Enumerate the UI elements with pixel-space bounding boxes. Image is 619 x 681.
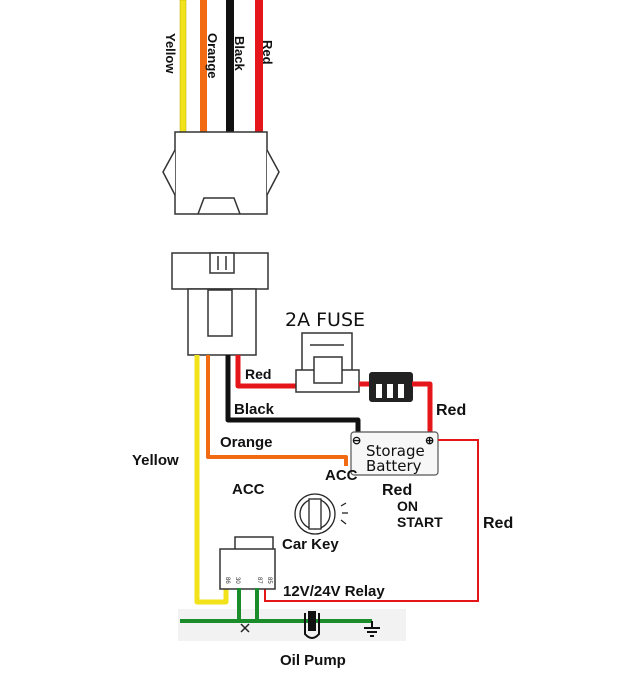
ignition-start-label: START <box>397 514 443 530</box>
yellow-wire <box>194 355 229 605</box>
battery-negative-icon: ⊖ <box>352 435 361 447</box>
acc-right-label: ACC <box>325 467 358 484</box>
black-wire <box>225 355 361 435</box>
oil-pump-icon <box>304 611 320 639</box>
relay <box>219 536 276 590</box>
relay-pin-86: 86 <box>224 577 230 584</box>
oil-pump-label: Oil Pump <box>280 652 346 669</box>
ground-band <box>178 609 406 641</box>
bottom-connector <box>171 252 269 356</box>
relay-pin-30: 30 <box>234 577 240 584</box>
relay-label: 12V/24V Relay <box>283 583 385 600</box>
red-wire-to-fuse <box>235 355 300 389</box>
ignition-red-label: Red <box>382 482 412 499</box>
car-key-label: Car Key <box>282 536 339 553</box>
battery-label-line1: Storage <box>366 442 425 460</box>
fuse-title: 2A FUSE <box>285 309 365 331</box>
storage-battery: ⊖ ⊕ Storage Battery <box>350 431 439 476</box>
orange-wire <box>206 355 348 466</box>
car-key-icon <box>294 493 348 535</box>
red-right-wire-label: Red <box>483 515 513 532</box>
top-connector <box>162 131 280 215</box>
blade-fuse-icon <box>369 372 413 402</box>
relay-pins: 86 30 87 85 <box>224 577 272 584</box>
relay-pin-87: 87 <box>256 577 262 584</box>
ignition-on-label: ON <box>397 498 418 514</box>
yellow-wire-label-lower: Yellow <box>132 452 179 469</box>
yellow-wire-top <box>179 0 187 133</box>
fuse-holder <box>295 332 360 393</box>
battery-positive-icon: ⊕ <box>425 435 434 447</box>
ground-icon <box>364 621 380 637</box>
red-wire-to-battery <box>412 381 433 434</box>
orange-wire-top <box>200 0 207 132</box>
battery-label-line2: Battery <box>366 457 422 475</box>
orange-wire-label: Orange <box>205 33 220 79</box>
yellow-wire-label: Yellow <box>163 33 178 74</box>
black-wire-top <box>226 0 234 132</box>
red-wire-top <box>255 0 263 132</box>
red-wire-label: Red <box>260 40 275 65</box>
relay-pin-85: 85 <box>266 577 272 584</box>
cross-mark-icon <box>240 623 250 633</box>
acc-left-label: ACC <box>232 481 265 498</box>
black-wire-label-lower: Black <box>234 401 275 418</box>
red-wire-battery-to-relay <box>264 439 479 602</box>
top-wire-bundle: Yellow Orange Black Red <box>163 0 275 133</box>
black-wire-label: Black <box>232 36 247 71</box>
orange-wire-label-lower: Orange <box>220 434 273 451</box>
red-battery-wire-label: Red <box>436 402 466 419</box>
red-fuse-wire-label: Red <box>245 366 271 382</box>
